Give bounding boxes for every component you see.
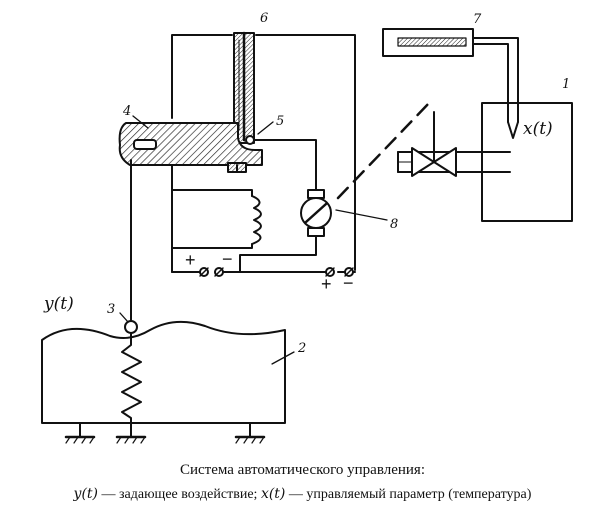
caption-title: Система автоматического управления:	[179, 462, 425, 478]
label-7: 7	[473, 12, 482, 27]
caption-x-symbol: x(t)	[260, 486, 286, 502]
caption-x-text: — управляемый параметр (температура)	[285, 487, 532, 502]
label-plus-right: +	[321, 274, 332, 294]
label-y-t: y(t)	[43, 294, 74, 314]
label-1: 1	[562, 77, 570, 92]
temperature-probe	[472, 37, 519, 139]
contact-wire	[253, 139, 317, 191]
controlled-object	[481, 102, 573, 222]
label-6: 6	[260, 11, 268, 26]
caption-y-symbol: y(t)	[73, 486, 99, 502]
pivot-support	[227, 162, 247, 173]
recorder	[382, 28, 474, 57]
lever-slot	[133, 139, 157, 150]
heater-element	[121, 332, 142, 437]
label-3: 3	[107, 302, 115, 317]
label-x-t: x(t)	[523, 119, 553, 139]
electrical-frame	[171, 34, 356, 273]
motor	[239, 189, 332, 263]
field-coil	[171, 189, 262, 249]
heated-object	[41, 320, 286, 424]
label-2: 2	[297, 341, 306, 356]
setpoint-joint	[124, 320, 138, 334]
bimetal-lever	[118, 122, 263, 166]
contact-point	[245, 135, 255, 145]
label-plus-left: +	[185, 250, 196, 270]
label-5: 5	[276, 114, 284, 129]
label-minus-right: −	[343, 273, 354, 293]
label-4: 4	[122, 104, 131, 119]
caption-y-text: — задающее воздействие;	[98, 487, 261, 502]
right-terminals	[239, 267, 356, 277]
caption-legend: y(t) — задающее воздействие; x(t) — упра…	[0, 486, 605, 503]
leader-lines	[119, 115, 388, 365]
valve	[411, 111, 457, 177]
motor-valve-link	[336, 100, 432, 200]
label-8: 8	[390, 217, 398, 232]
thermometer-tube	[233, 31, 255, 144]
left-terminals	[171, 261, 241, 277]
label-minus-left: −	[222, 249, 233, 269]
ground-legs	[64, 422, 266, 444]
